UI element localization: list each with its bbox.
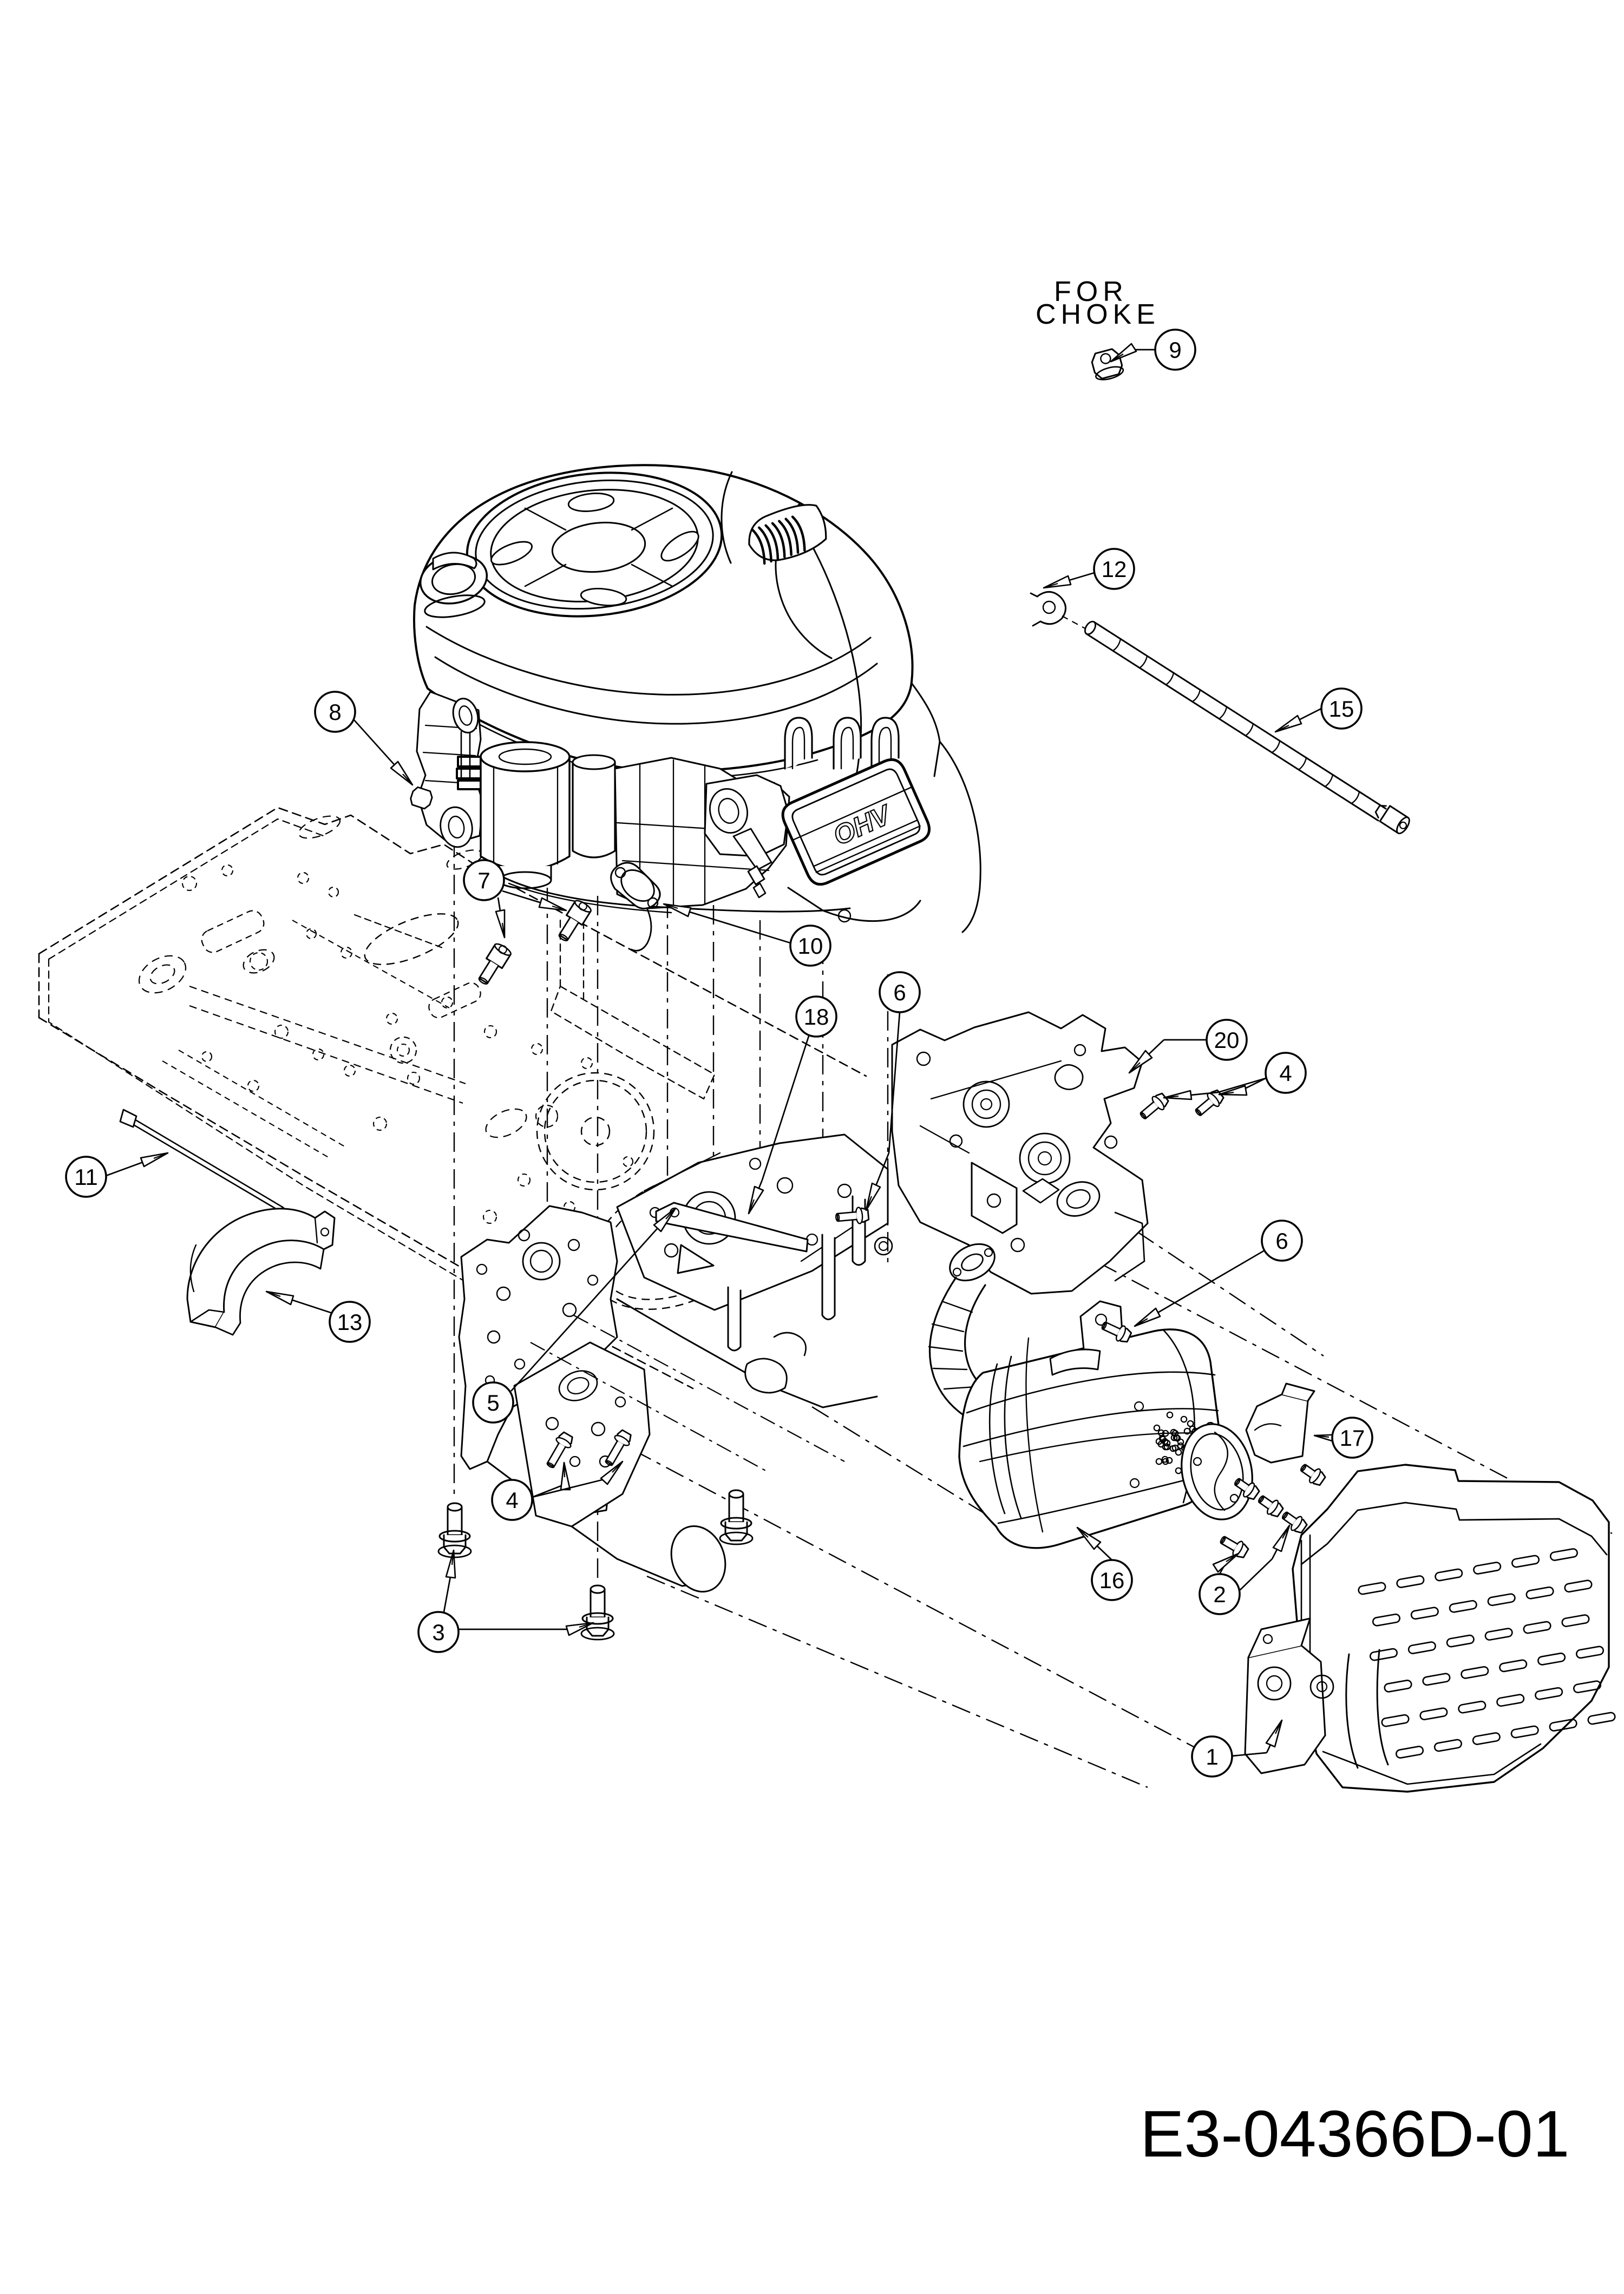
svg-text:17: 17 bbox=[1340, 1425, 1365, 1451]
svg-text:2: 2 bbox=[1213, 1582, 1226, 1607]
svg-text:8: 8 bbox=[329, 699, 341, 725]
svg-text:FOR: FOR bbox=[1054, 276, 1128, 307]
svg-text:11: 11 bbox=[74, 1164, 98, 1190]
svg-text:1: 1 bbox=[1206, 1744, 1218, 1769]
svg-text:6: 6 bbox=[893, 980, 906, 1005]
svg-text:20: 20 bbox=[1214, 1027, 1240, 1053]
svg-text:5: 5 bbox=[487, 1390, 499, 1415]
svg-text:18: 18 bbox=[804, 1004, 829, 1030]
svg-text:7: 7 bbox=[477, 868, 490, 893]
svg-text:6: 6 bbox=[1275, 1228, 1288, 1254]
svg-text:10: 10 bbox=[798, 933, 823, 959]
svg-text:4: 4 bbox=[1279, 1060, 1292, 1086]
svg-text:E3-04366D-01: E3-04366D-01 bbox=[1140, 2097, 1570, 2171]
svg-text:15: 15 bbox=[1329, 696, 1354, 722]
svg-text:4: 4 bbox=[506, 1487, 518, 1513]
svg-text:16: 16 bbox=[1099, 1568, 1125, 1593]
svg-text:CHOKE: CHOKE bbox=[1036, 299, 1160, 330]
svg-text:13: 13 bbox=[337, 1309, 363, 1335]
svg-text:12: 12 bbox=[1102, 556, 1127, 582]
svg-text:9: 9 bbox=[1169, 337, 1181, 363]
svg-text:3: 3 bbox=[432, 1620, 444, 1645]
